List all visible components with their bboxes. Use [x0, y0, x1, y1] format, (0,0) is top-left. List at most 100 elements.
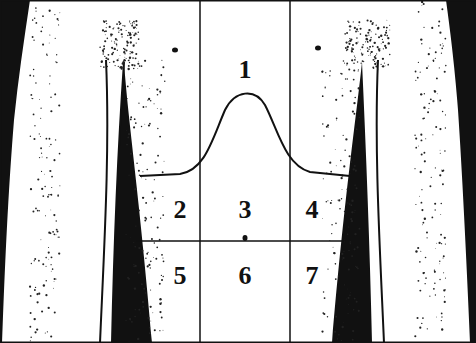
stipple-dot — [370, 53, 371, 54]
stipple-dot — [434, 269, 435, 270]
stipple-dot — [349, 29, 350, 30]
stipple-dot — [37, 210, 39, 212]
stipple-dot — [141, 177, 143, 179]
stipple-dot — [341, 340, 342, 341]
stipple-dot — [345, 47, 347, 49]
stipple-dot — [153, 257, 155, 259]
stipple-dot — [358, 25, 360, 27]
stipple-dot — [351, 211, 353, 213]
stipple-dot — [111, 47, 113, 49]
stipple-dot — [142, 301, 144, 303]
stipple-dot — [354, 248, 356, 250]
stipple-dot — [365, 38, 367, 40]
stipple-dot — [417, 247, 419, 249]
stipple-dot — [420, 134, 422, 136]
stipple-dot — [103, 20, 104, 21]
stipple-dot — [434, 90, 436, 92]
stipple-dot — [128, 60, 129, 61]
stipple-dot — [128, 133, 130, 135]
stipple-dot — [36, 11, 37, 12]
stipple-dot — [325, 72, 326, 73]
stipple-dot — [341, 259, 343, 261]
stipple-dot — [347, 46, 349, 48]
navel-mark — [243, 235, 248, 241]
stipple-dot — [152, 191, 154, 193]
stipple-dot — [332, 246, 334, 248]
stipple-dot — [120, 23, 122, 25]
stipple-dot — [49, 138, 51, 140]
stipple-dot — [367, 50, 369, 52]
stipple-dot — [51, 187, 52, 188]
stipple-dot — [418, 62, 419, 63]
stipple-dot — [351, 59, 353, 61]
stipple-dot — [435, 167, 436, 168]
stipple-dot — [116, 23, 118, 25]
stipple-dot — [50, 97, 51, 98]
stipple-dot — [31, 97, 33, 99]
stipple-dot — [327, 268, 328, 269]
stipple-dot — [324, 87, 326, 89]
stipple-dot — [132, 81, 133, 82]
region-number: 6 — [237, 262, 254, 290]
stipple-dot — [350, 204, 352, 206]
stipple-dot — [154, 242, 155, 243]
stipple-dot — [335, 165, 337, 167]
stipple-dot — [442, 43, 444, 45]
stipple-dot — [334, 252, 336, 254]
stipple-dot — [45, 215, 46, 216]
stipple-dot — [356, 128, 358, 130]
stipple-dot — [368, 54, 370, 56]
stipple-dot — [162, 196, 163, 197]
stipple-dot — [445, 244, 446, 245]
stipple-dot — [48, 42, 50, 44]
stipple-dot — [44, 186, 45, 187]
stipple-dot — [432, 134, 433, 135]
stipple-dot — [40, 118, 41, 119]
stipple-dot — [32, 19, 34, 21]
stipple-dot — [383, 48, 384, 49]
stipple-dot — [353, 79, 355, 81]
stipple-dot — [419, 261, 421, 263]
stipple-dot — [424, 93, 425, 94]
stipple-dot — [144, 60, 146, 62]
stipple-dot — [445, 127, 446, 128]
stipple-dot — [349, 155, 351, 157]
stipple-dot — [39, 133, 40, 134]
stipple-dot — [47, 196, 49, 198]
stipple-dot — [380, 64, 381, 65]
stipple-dot — [443, 255, 445, 257]
stipple-dot — [346, 32, 348, 34]
stipple-dot — [160, 108, 161, 109]
stipple-dot — [415, 250, 417, 252]
stipple-dot — [156, 246, 158, 248]
stipple-dot — [414, 168, 415, 169]
stipple-dot — [349, 294, 350, 295]
stipple-dot — [148, 264, 150, 266]
stipple-dot — [424, 218, 426, 220]
stipple-dot — [370, 20, 372, 22]
stipple-dot — [374, 61, 375, 62]
stipple-dot — [103, 45, 105, 47]
stipple-dot — [130, 236, 132, 238]
stipple-dot — [345, 78, 346, 79]
stipple-dot — [124, 25, 126, 27]
stipple-dot — [367, 41, 369, 43]
stipple-dot — [350, 90, 352, 92]
stipple-dot — [57, 195, 59, 197]
stipple-dot — [35, 208, 37, 210]
stipple-dot — [147, 99, 148, 100]
stipple-dot — [354, 165, 356, 167]
stipple-dot — [130, 153, 132, 155]
stipple-dot — [434, 209, 435, 210]
stipple-dot — [142, 306, 144, 308]
stipple-dot — [136, 28, 138, 30]
stipple-dot — [326, 126, 328, 128]
stipple-dot — [131, 25, 133, 27]
stipple-dot — [433, 288, 435, 290]
stipple-dot — [376, 24, 377, 25]
stipple-dot — [110, 34, 111, 35]
stipple-dot — [127, 137, 129, 139]
stipple-dot — [55, 234, 57, 236]
stipple-dot — [366, 38, 368, 40]
stipple-dot — [358, 21, 360, 23]
